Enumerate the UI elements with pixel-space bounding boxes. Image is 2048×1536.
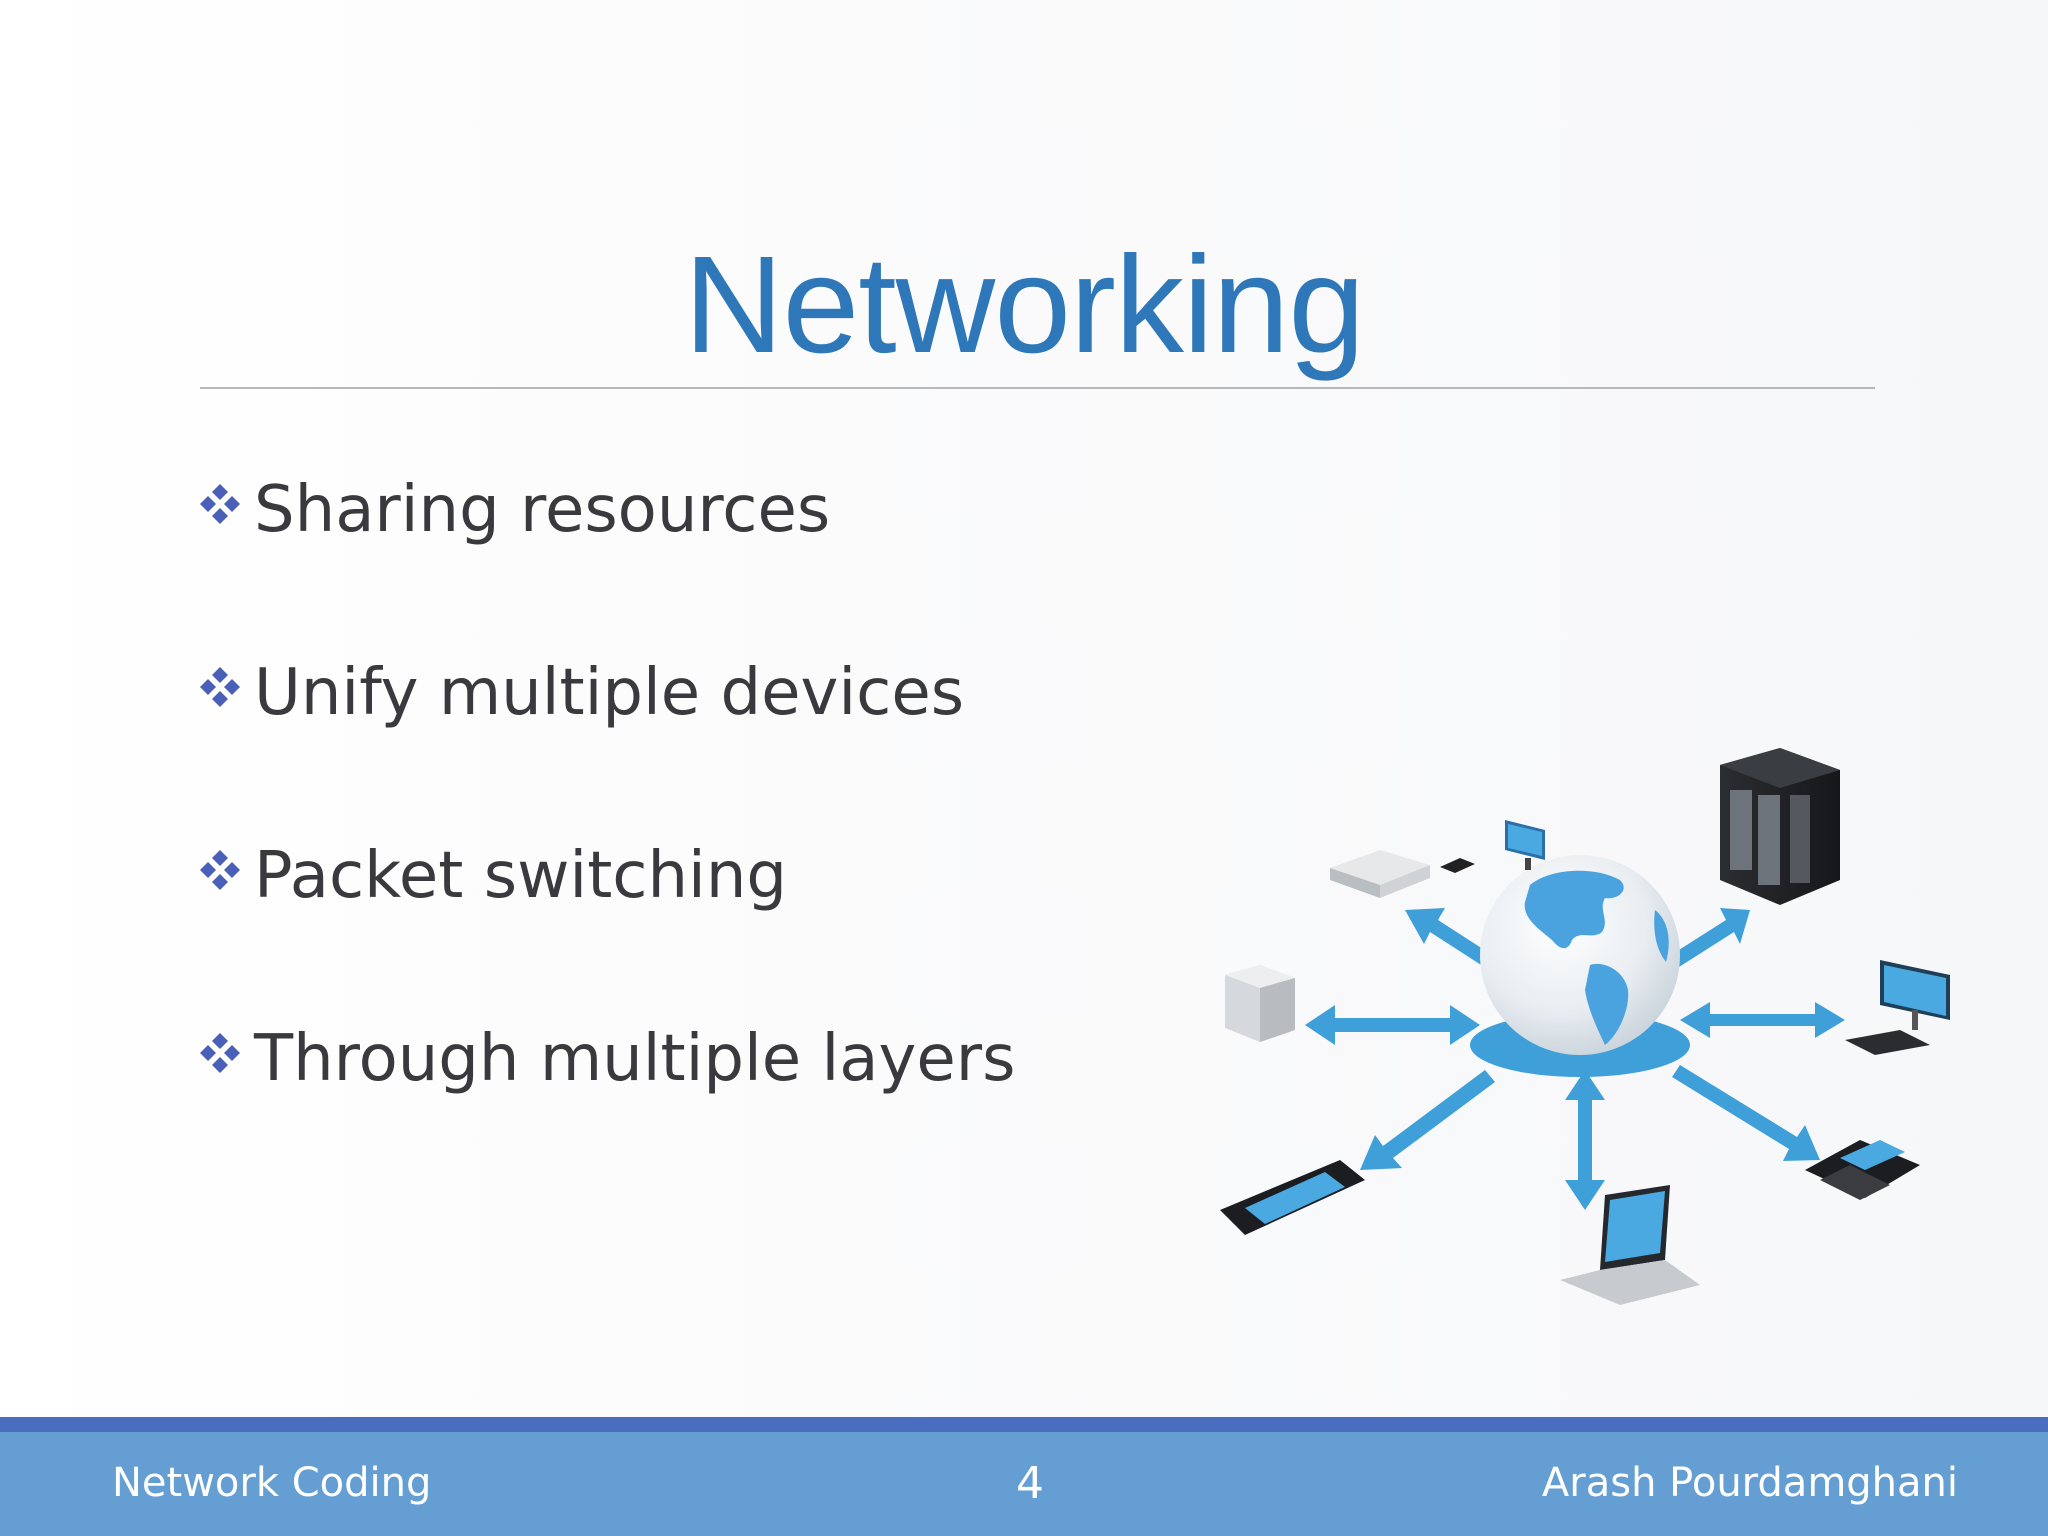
bullet-text: Through multiple layers (254, 1022, 1016, 1096)
title-divider (200, 387, 1875, 389)
footer-course-title: Network Coding (112, 1460, 432, 1506)
bullet-item: Packet switching (190, 826, 1015, 926)
slide-title: Networking (683, 228, 1365, 382)
footer-author: Arash Pourdamghani (1541, 1460, 1958, 1506)
diamond-bullet-icon (200, 850, 240, 890)
diamond-bullet-icon (200, 1033, 240, 1073)
server-rack (1720, 748, 1840, 905)
bullet-list: Sharing resources Unify multiple devices (190, 460, 1015, 1192)
blackberry-phone (1805, 1140, 1920, 1200)
bullet-item: Unify multiple devices (190, 643, 1015, 743)
footer-accent-strip (0, 1417, 2048, 1432)
bullet-text: Packet switching (254, 839, 787, 913)
connection-arrows (1305, 908, 1845, 1210)
diamond-bullet-icon (200, 484, 240, 524)
bullet-item: Sharing resources (190, 460, 1015, 560)
diamond-bullet-icon (200, 667, 240, 707)
smartphone (1220, 1160, 1365, 1235)
laptop (1560, 1185, 1700, 1305)
globe-continents (1524, 870, 1669, 1045)
network-switch (1330, 850, 1430, 898)
bullet-text: Sharing resources (254, 473, 831, 547)
network-globe-illustration (1220, 748, 1950, 1305)
bullet-item: Through multiple layers (190, 1009, 1015, 1109)
monitor-top (1440, 820, 1545, 873)
page-number: 4 (1016, 1458, 1044, 1509)
footer-bar: Network Coding 4 Arash Pourdamghani (0, 1432, 2048, 1536)
bullet-text: Unify multiple devices (254, 656, 965, 730)
desktop-tower (1225, 965, 1295, 1042)
desktop-monitor-right (1845, 960, 1950, 1055)
